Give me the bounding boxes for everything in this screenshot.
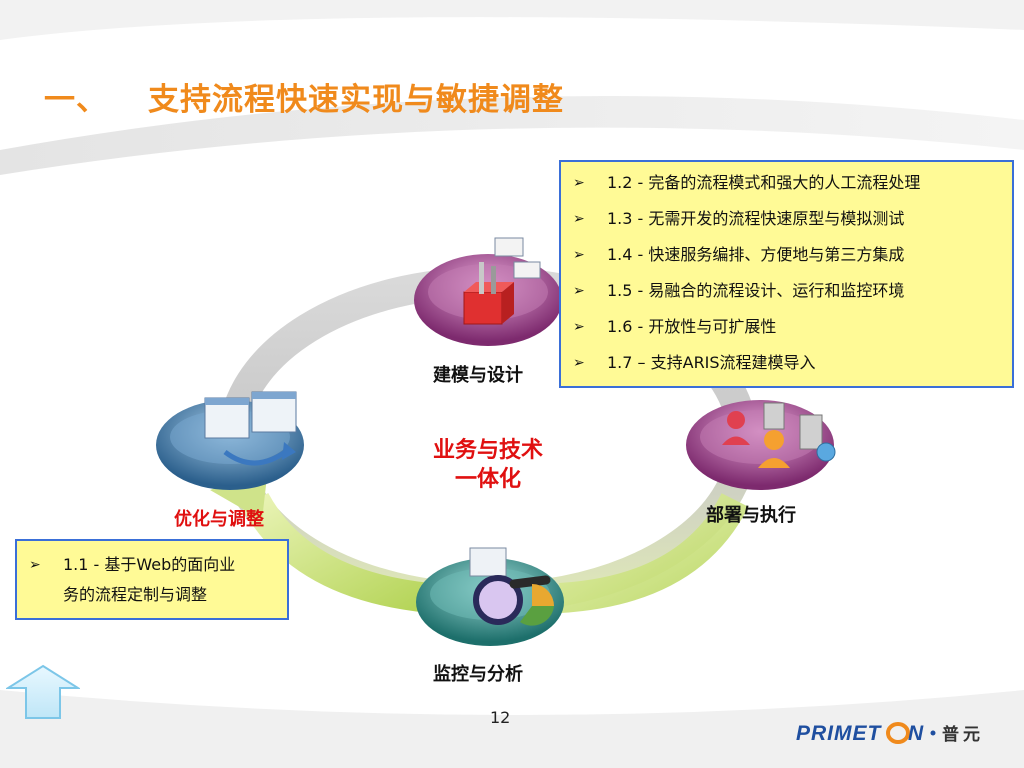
optimize-feature-box: ➢ 1.1 - 基于Web的面向业 务的流程定制与调整 [15, 539, 289, 620]
monitor-node[interactable] [416, 547, 564, 646]
arrowhead-bullet-icon: ➢ [573, 175, 585, 191]
center-line-1: 业务与技术 [432, 438, 543, 463]
arrowhead-bullet-icon: ➢ [573, 355, 585, 371]
arrowhead-bullet-icon: ➢ [573, 211, 585, 227]
list-item: ➢ 1.2 - 完备的流程模式和强大的人工流程处理 [573, 172, 1004, 208]
primeton-logo: PRIMET N 普元 [796, 722, 984, 745]
up-arrow-icon[interactable] [6, 664, 80, 720]
arrowhead-bullet-icon: ➢ [573, 319, 585, 335]
list-item-text: 1.4 - 快速服务编排、方便地与第三方集成 [607, 245, 905, 264]
center-label: 业务与技术 一体化 [418, 436, 558, 494]
list-item-text: 1.3 - 无需开发的流程快速原型与模拟测试 [607, 209, 905, 228]
optimize-node[interactable] [156, 391, 304, 490]
title-text: 支持流程快速实现与敏捷调整 [148, 82, 564, 118]
list-item-text-line-2: 务的流程定制与调整 [63, 585, 208, 604]
svg-text:普元: 普元 [942, 724, 984, 745]
cycle-arrow-segment [241, 492, 432, 613]
arrowhead-bullet-icon: ➢ [29, 557, 41, 573]
title-number: 一、 [44, 82, 108, 118]
toolbox-icon [463, 237, 541, 325]
list-item-text: 1.7 – 支持ARIS流程建模导入 [607, 353, 816, 372]
users-servers-icon [722, 402, 836, 468]
list-item: ➢ 1.1 - 基于Web的面向业 务的流程定制与调整 [29, 550, 279, 610]
optimize-node-label: 优化与调整 [174, 509, 264, 530]
deploy-node-label: 部署与执行 [706, 505, 796, 526]
design-node-label: 建模与设计 [433, 365, 523, 386]
center-line-2: 一体化 [454, 467, 521, 492]
design-node[interactable] [414, 237, 562, 346]
list-item-text: 1.2 - 完备的流程模式和强大的人工流程处理 [607, 173, 921, 192]
svg-text:PRIMET: PRIMET [796, 722, 883, 745]
page-number: 12 [490, 708, 511, 727]
slide-title: 一、 支持流程快速实现与敏捷调整 [44, 74, 564, 119]
arrowhead-bullet-icon: ➢ [573, 283, 585, 299]
monitor-node-label: 监控与分析 [433, 664, 523, 685]
magnifier-icon [469, 547, 554, 626]
arrowhead-bullet-icon: ➢ [573, 247, 585, 263]
list-item: ➢ 1.7 – 支持ARIS流程建模导入 [573, 352, 1004, 388]
windows-refresh-icon [204, 391, 297, 466]
list-item-text-line-1: 1.1 - 基于Web的面向业 [63, 555, 236, 574]
list-item-text: 1.6 - 开放性与可扩展性 [607, 317, 777, 336]
deploy-node[interactable] [686, 400, 836, 490]
feature-list-box: ➢ 1.2 - 完备的流程模式和强大的人工流程处理 ➢ 1.3 - 无需开发的流程快… [559, 160, 1014, 388]
list-item-text: 1.5 - 易融合的流程设计、运行和监控环境 [607, 281, 905, 300]
list-item: ➢ 1.4 - 快速服务编排、方便地与第三方集成 [573, 244, 1004, 280]
list-item: ➢ 1.5 - 易融合的流程设计、运行和监控环境 [573, 280, 1004, 316]
list-item: ➢ 1.6 - 开放性与可扩展性 [573, 316, 1004, 352]
svg-text:N: N [908, 722, 924, 745]
list-item: ➢ 1.3 - 无需开发的流程快速原型与模拟测试 [573, 208, 1004, 244]
